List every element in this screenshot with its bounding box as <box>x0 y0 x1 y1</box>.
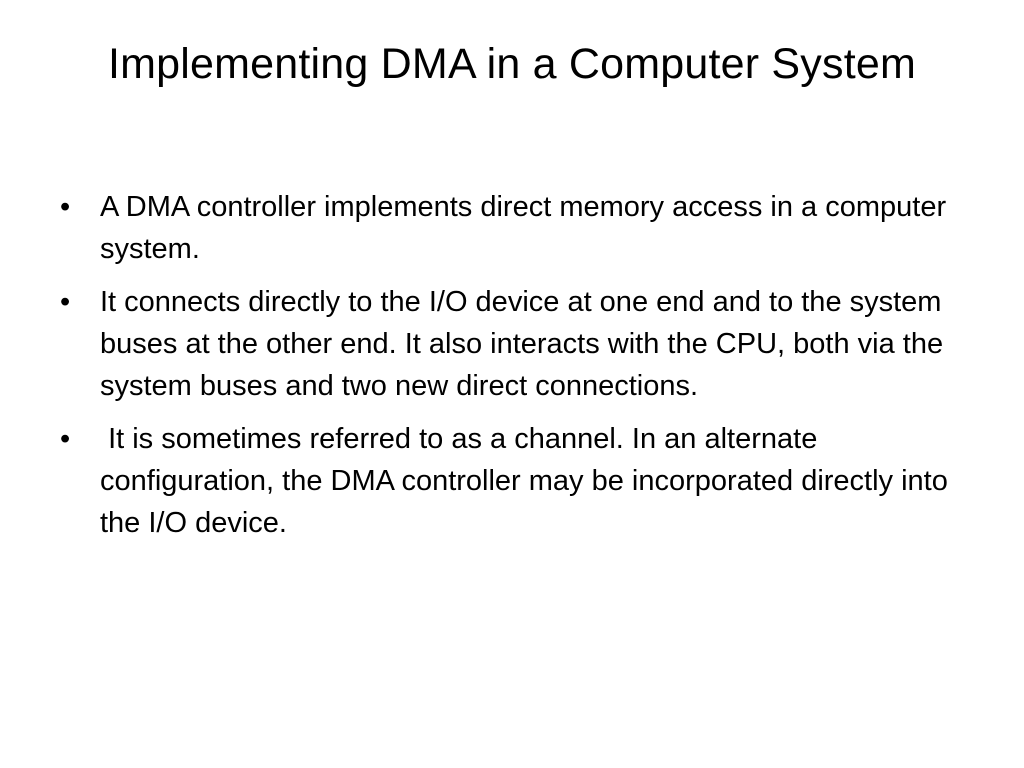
bullet-text: A DMA controller implements direct memor… <box>100 191 955 265</box>
bullet-text: It is sometimes referred to as a channel… <box>100 423 956 539</box>
bullet-list: • A DMA controller implements direct mem… <box>58 186 970 555</box>
bullet-dot-icon: • <box>60 191 71 223</box>
bullet-dot-icon: • <box>60 286 71 318</box>
bullet-text: It connects directly to the I/O device a… <box>100 286 952 402</box>
slide-title: Implementing DMA in a Computer System <box>108 40 916 88</box>
bullet-item: • It is sometimes referred to as a chann… <box>58 418 970 544</box>
bullet-item: • It connects directly to the I/O device… <box>58 281 970 407</box>
bullet-item: • A DMA controller implements direct mem… <box>58 186 970 270</box>
bullet-dot-icon: • <box>60 423 71 455</box>
